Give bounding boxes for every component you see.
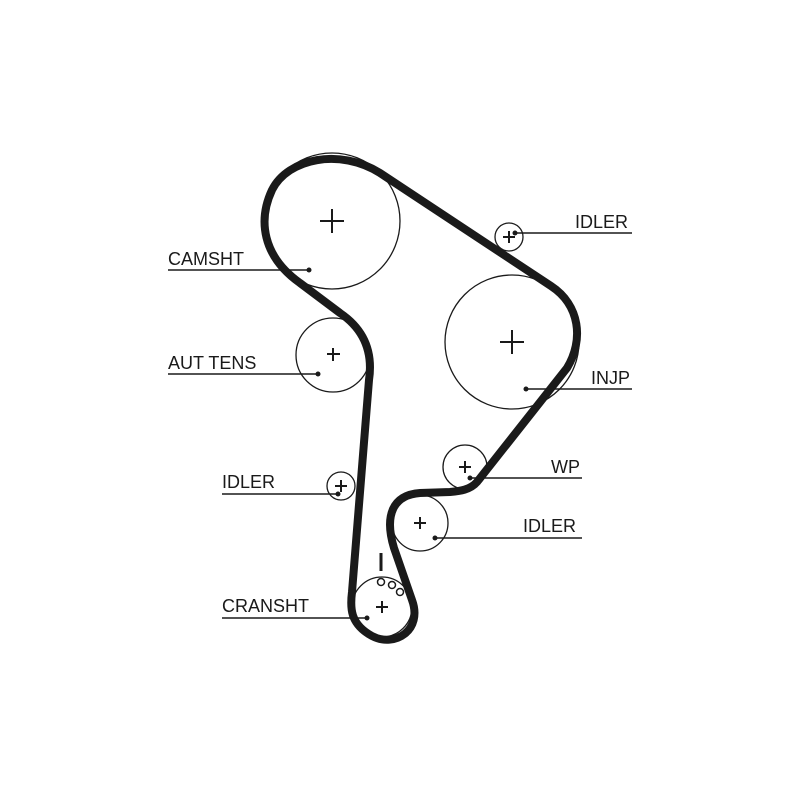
bolt-hole (387, 580, 397, 590)
injection-pump-pulley (444, 274, 580, 410)
crankshaft-label: CRANSHT (222, 596, 309, 616)
idler-top-pulley (494, 222, 524, 252)
water-pump-pulley (442, 444, 488, 490)
idler-left-label: IDLER (222, 472, 275, 492)
water-pump-label: WP (551, 457, 580, 477)
bolt-hole (376, 577, 386, 587)
injection-pump-label: INJP (591, 368, 630, 388)
callout-water-pump: WP (467, 457, 582, 481)
idler-lower-pulley (391, 494, 449, 552)
auto-tensioner-pulley (295, 317, 371, 393)
callout-idler-top: IDLER (512, 212, 632, 236)
callout-idler-left: IDLER (222, 472, 341, 497)
idler-top-label: IDLER (575, 212, 628, 232)
callout-crankshaft: CRANSHT (222, 596, 370, 621)
timing-belt (260, 155, 582, 644)
idler-lower-label: IDLER (523, 516, 576, 536)
callout-injection-pump: INJP (523, 368, 632, 392)
bolt-hole (395, 587, 405, 597)
auto-tensioner-label: AUT TENS (168, 353, 256, 373)
callout-auto-tensioner: AUT TENS (168, 353, 321, 377)
callout-idler-lower: IDLER (432, 516, 582, 541)
camshaft-pulley (263, 152, 401, 290)
idler-left-pulley (326, 471, 356, 501)
camshaft-label: CAMSHT (168, 249, 244, 269)
crankshaft-pulley (351, 553, 413, 638)
callout-camshaft: CAMSHT (168, 249, 312, 273)
